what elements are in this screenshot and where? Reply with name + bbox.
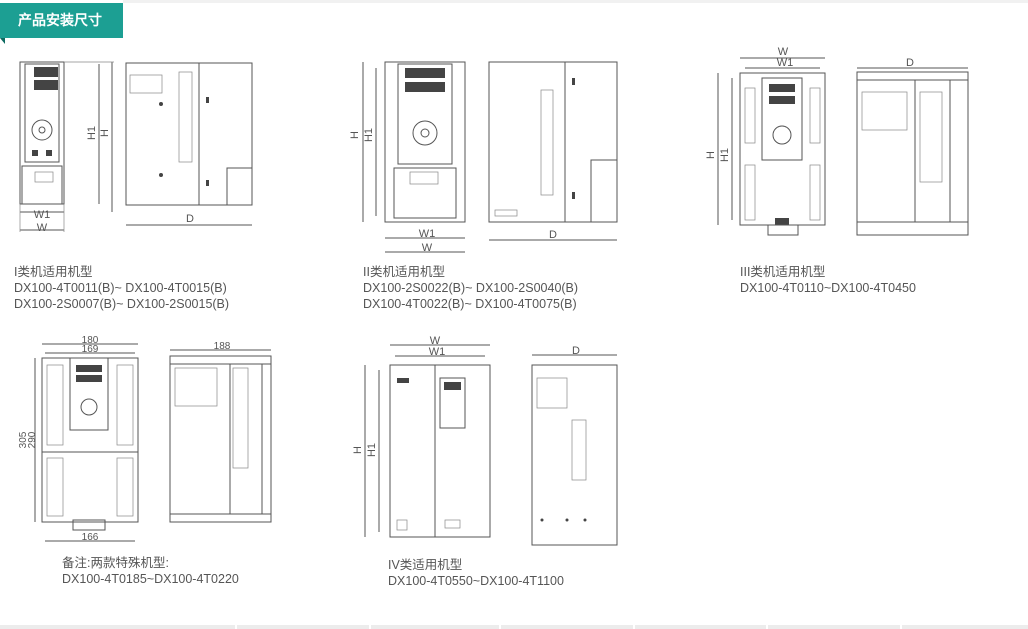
type1-title: I类机适用机型 bbox=[14, 265, 93, 279]
type1-side-view: D bbox=[125, 62, 253, 226]
type3-w-label: W bbox=[778, 46, 789, 58]
type1-front-view: W1 W H1 H bbox=[19, 61, 114, 234]
type3-h1-label: H1 bbox=[719, 148, 731, 162]
type1-caption: I类机适用机型 DX100-4T0011(B)~ DX100-4T0015(B)… bbox=[14, 264, 229, 312]
type3-w1-label: W1 bbox=[777, 57, 794, 69]
type4-w1-label: W1 bbox=[429, 346, 446, 358]
special-caption: 备注:两款特殊机型: DX100-4T0185~DX100-4T0220 bbox=[62, 555, 239, 587]
special-title: 备注:两款特殊机型: bbox=[62, 556, 169, 570]
type4-front-view: W W1 H H1 bbox=[352, 335, 491, 538]
type4-h1-label: H1 bbox=[366, 443, 378, 457]
type1-w-label: W bbox=[37, 222, 48, 234]
type1-h1-label: H1 bbox=[86, 126, 98, 140]
type4-title: IV类适用机型 bbox=[388, 558, 463, 572]
type2-title: II类机适用机型 bbox=[363, 265, 445, 279]
type2-side-view: D bbox=[488, 61, 618, 241]
tab-tail-decoration bbox=[0, 38, 5, 44]
type4-model-range: DX100-4T0550~DX100-4T1100 bbox=[388, 574, 564, 588]
type2-front-view: W1 W H H1 bbox=[349, 61, 466, 254]
type4-w-label: W bbox=[430, 335, 441, 347]
type4-caption: IV类适用机型 DX100-4T0550~DX100-4T1100 bbox=[388, 557, 564, 589]
type2-w-label: W bbox=[422, 242, 433, 254]
type2-h-label: H bbox=[349, 131, 361, 139]
bottom-bar bbox=[0, 625, 1028, 629]
type3-side-view: D bbox=[856, 57, 969, 236]
type4-d-label: D bbox=[572, 345, 580, 357]
special-model-range: DX100-4T0185~DX100-4T0220 bbox=[62, 572, 239, 586]
special-width-label: 180 bbox=[82, 335, 99, 346]
type1-model-range: DX100-4T0011(B)~ DX100-4T0015(B) bbox=[14, 281, 227, 295]
type3-model-range: DX100-4T0110~DX100-4T0450 bbox=[740, 281, 916, 295]
special-front-view: 180 169 305 290 166 bbox=[18, 335, 139, 543]
type2-d-label: D bbox=[549, 229, 557, 241]
type4-h-label: H bbox=[352, 446, 364, 454]
top-rule bbox=[123, 0, 1028, 3]
type4-side-view: D bbox=[531, 345, 618, 546]
section-title-tab: 产品安装尺寸 bbox=[0, 3, 123, 38]
type1-model-range: DX100-2S0007(B)~ DX100-2S0015(B) bbox=[14, 297, 230, 311]
special-height-label: 305 bbox=[18, 431, 29, 448]
type3-d-label: D bbox=[906, 57, 914, 69]
type1-h-label: H bbox=[99, 129, 111, 137]
type3-front-view: W W1 H H1 bbox=[705, 46, 826, 236]
type1-d-label: D bbox=[186, 213, 194, 225]
type2-caption: II类机适用机型 DX100-2S0022(B)~ DX100-2S0040(B… bbox=[363, 264, 578, 312]
special-h1-label: 290 bbox=[27, 431, 38, 448]
type2-h1-label: H1 bbox=[363, 128, 375, 142]
type3-h-label: H bbox=[705, 151, 717, 159]
type1-w1-label: W1 bbox=[34, 209, 51, 221]
special-side-view: 188 bbox=[169, 341, 272, 523]
special-w1-label: 169 bbox=[82, 344, 99, 355]
special-bottom-label: 166 bbox=[82, 532, 99, 543]
type2-w1-label: W1 bbox=[419, 228, 436, 240]
type2-model-range: DX100-4T0022(B)~ DX100-4T0075(B) bbox=[363, 297, 577, 311]
special-depth-label: 188 bbox=[214, 341, 231, 352]
type3-caption: III类机适用机型 DX100-4T0110~DX100-4T0450 bbox=[740, 264, 916, 296]
type3-title: III类机适用机型 bbox=[740, 265, 826, 279]
type2-model-range: DX100-2S0022(B)~ DX100-2S0040(B) bbox=[363, 281, 579, 295]
